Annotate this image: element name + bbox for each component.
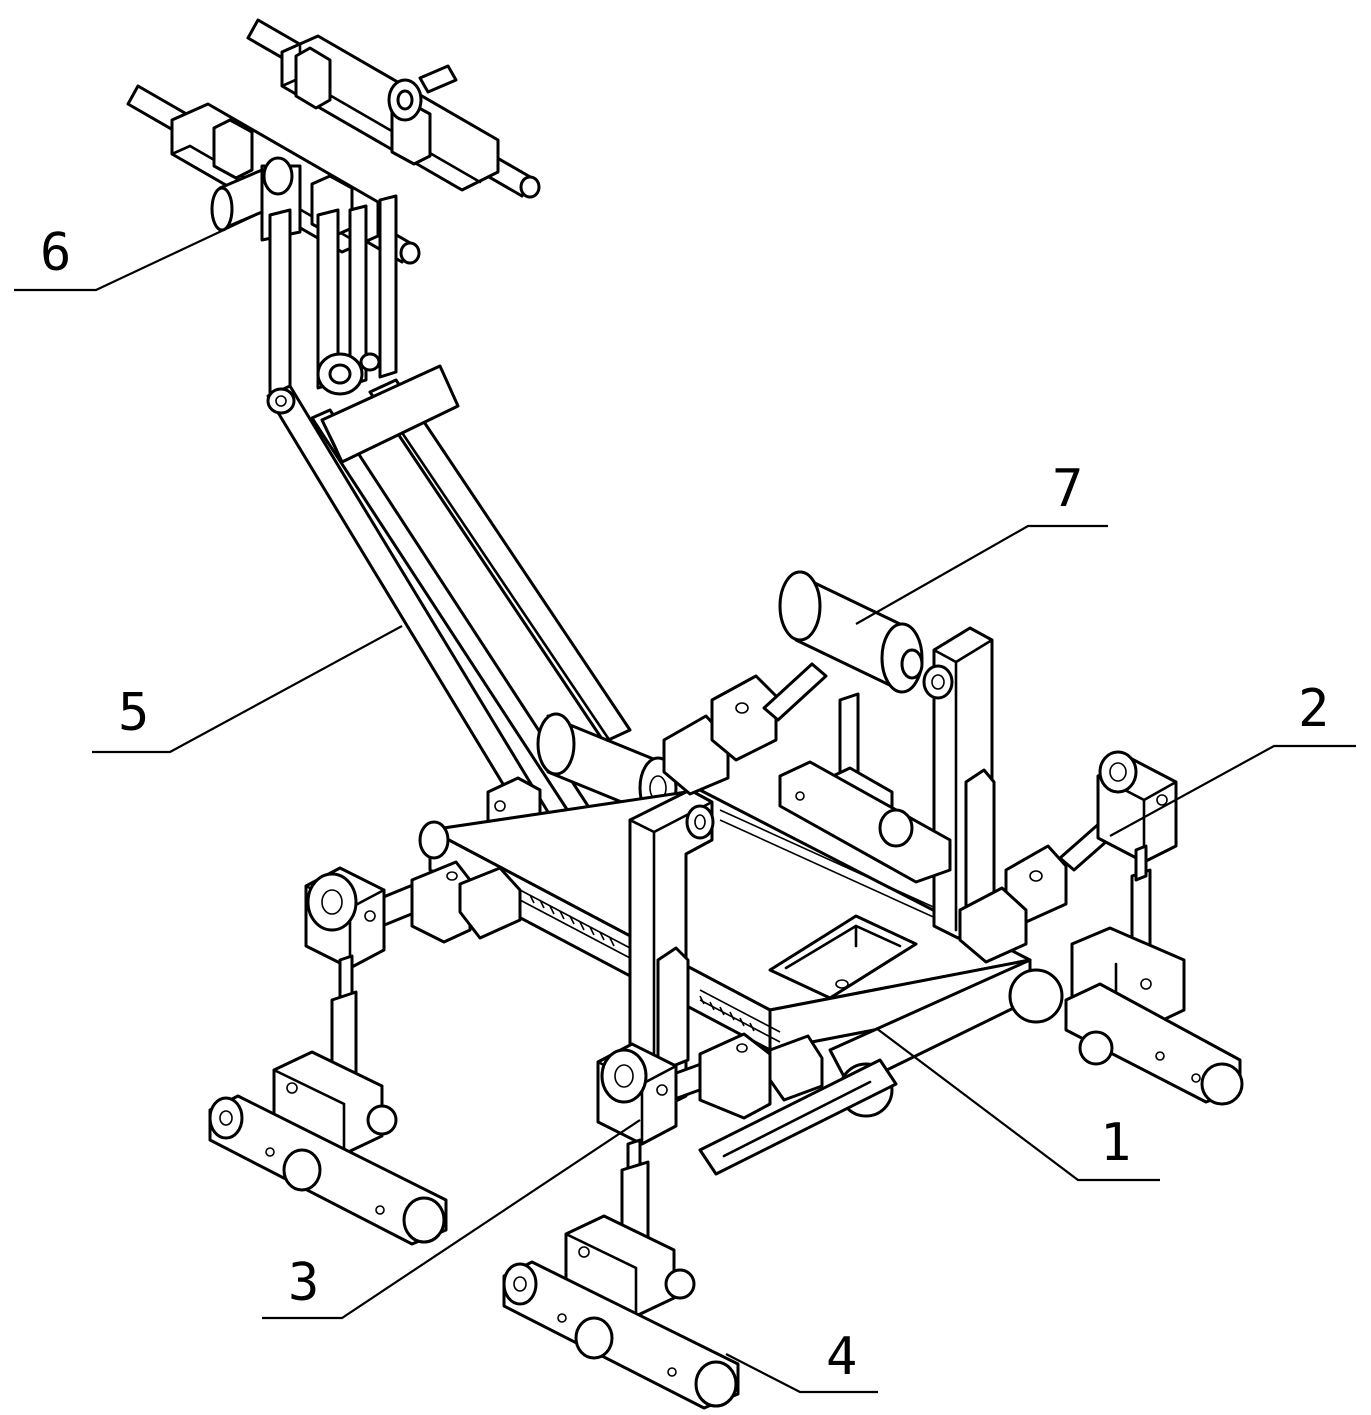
handle-assembly (126, 18, 541, 265)
label-1: 1 (1100, 1113, 1131, 1173)
label-7: 7 (1052, 459, 1083, 519)
label-4: 4 (826, 1327, 857, 1387)
leader-line-4 (725, 1353, 878, 1394)
leader-line-7 (855, 524, 1108, 625)
leader-line-1 (875, 1027, 1160, 1182)
label-3: 3 (288, 1253, 319, 1313)
annotation-layer: 6 5 7 2 1 3 4 (14, 211, 1356, 1394)
leg-left (208, 866, 448, 1246)
label-6: 6 (40, 223, 71, 283)
leg-front (502, 1042, 740, 1410)
leader-line-6 (14, 211, 263, 292)
leader-line-2 (1109, 744, 1356, 837)
leader-line-3 (262, 1119, 641, 1320)
leg-rear (778, 692, 952, 884)
leg-right (1064, 750, 1244, 1106)
leader-line-5 (92, 625, 403, 754)
label-5: 5 (118, 683, 149, 743)
label-2: 2 (1298, 679, 1329, 739)
